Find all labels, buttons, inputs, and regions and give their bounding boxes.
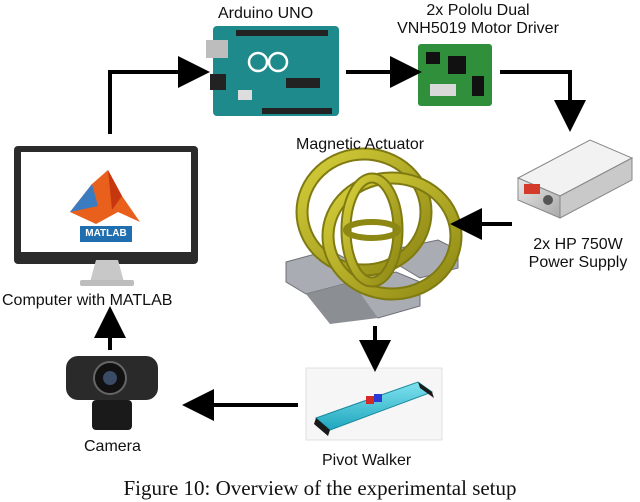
driver-label-line2: VNH5019 Motor Driver (397, 20, 559, 37)
power-supply-image (516, 139, 634, 219)
power-supply-label: 2x HP 750W Power Supply (516, 236, 640, 272)
arduino-board-image (206, 26, 339, 116)
driver-label-line1: 2x Pololu Dual (426, 2, 530, 19)
matlab-badge: MATLAB (85, 228, 127, 239)
arrow-driver-to-power (500, 70, 586, 132)
pivot-walker-image (305, 367, 443, 441)
magnetic-actuator-image (285, 147, 463, 324)
power-label-line2: Power Supply (528, 254, 628, 271)
arrow-computer-to-arduino (108, 56, 210, 134)
flow-arrows (94, 56, 586, 421)
figure-caption: Figure 10: Overview of the experimental … (123, 476, 517, 500)
monitor-image (14, 146, 198, 286)
camera-label: Camera (84, 438, 141, 455)
actuator-label: Magnetic Actuator (296, 136, 425, 153)
computer-label: Computer with MATLAB (2, 292, 173, 309)
pivot-walker-label: Pivot Walker (322, 452, 412, 469)
driver-label: 2x Pololu Dual VNH5019 Motor Driver (370, 2, 586, 38)
arduino-label: Arduino UNO (218, 5, 314, 22)
motor-driver-image (418, 44, 492, 106)
camera-image (66, 356, 158, 430)
power-label-line1: 2x HP 750W (533, 236, 623, 253)
